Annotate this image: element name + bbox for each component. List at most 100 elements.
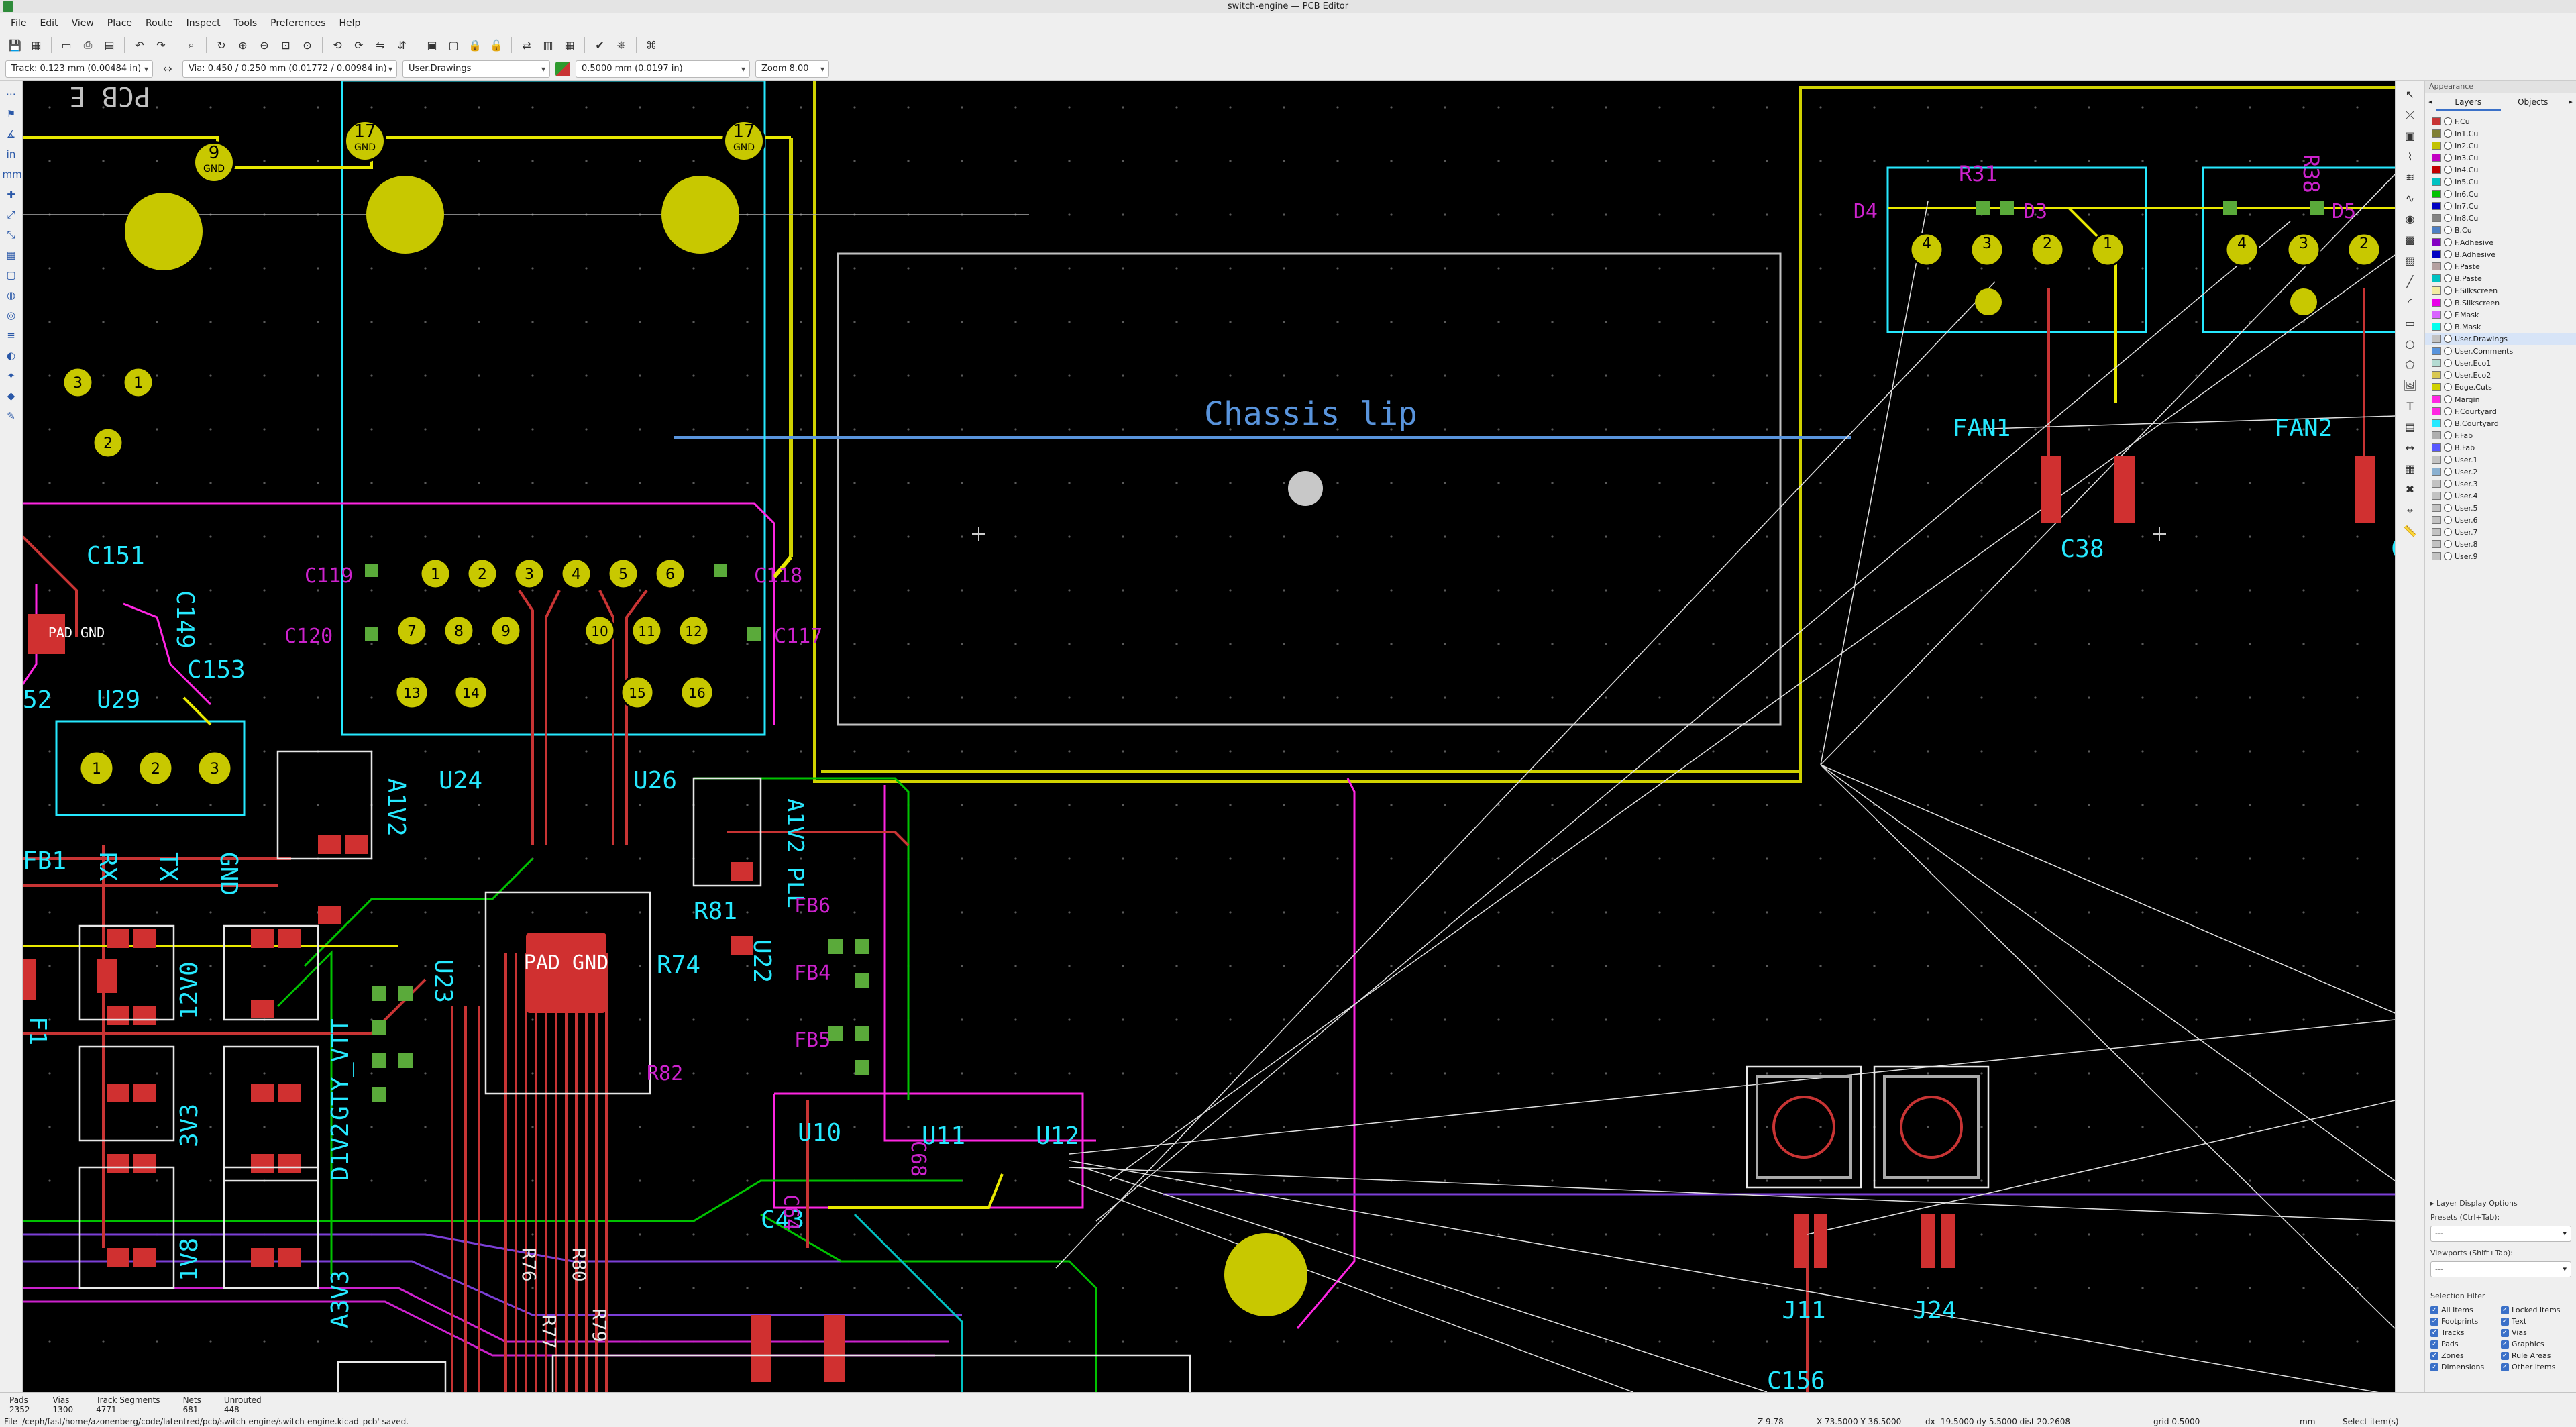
eye-icon[interactable] xyxy=(2444,540,2452,548)
route-track-icon[interactable]: ⌇ xyxy=(2407,150,2413,163)
pcb-canvas[interactable]: Chassis lip xyxy=(23,81,2395,1392)
layer-color-swatch[interactable] xyxy=(2432,456,2441,464)
zone-outline-icon[interactable]: ▢ xyxy=(6,269,16,281)
grid-toggle-icon[interactable]: ⋯ xyxy=(6,88,16,100)
filter-checkbox[interactable]: ✓Text xyxy=(2501,1317,2571,1326)
pad-17b[interactable] xyxy=(722,119,765,162)
eye-icon[interactable] xyxy=(2444,407,2452,415)
layer-row[interactable]: In2.Cu xyxy=(2425,140,2576,152)
filter-checkbox[interactable]: ✓Vias xyxy=(2501,1328,2571,1337)
layer-color-swatch[interactable] xyxy=(2432,178,2441,186)
layer-color-swatch[interactable] xyxy=(2432,528,2441,536)
eye-icon[interactable] xyxy=(2444,262,2452,270)
eye-icon[interactable] xyxy=(2444,504,2452,512)
eye-icon[interactable] xyxy=(2444,154,2452,162)
menu-route[interactable]: Route xyxy=(146,18,173,29)
layer-color-swatch[interactable] xyxy=(2432,443,2441,452)
layer-row[interactable]: F.Silkscreen xyxy=(2425,284,2576,297)
pad-9[interactable] xyxy=(193,141,235,184)
checkmark-icon[interactable]: ✓ xyxy=(2430,1317,2438,1326)
drc-markers-icon[interactable]: ⚑ xyxy=(6,108,16,120)
eye-icon[interactable] xyxy=(2444,528,2452,536)
properties-icon[interactable]: ✎ xyxy=(7,410,15,422)
layer-color-swatch[interactable] xyxy=(2432,226,2441,234)
fan2-pad[interactable] xyxy=(2347,232,2381,267)
eye-icon[interactable] xyxy=(2444,311,2452,319)
conn-pad[interactable] xyxy=(443,615,475,647)
filter-checkbox[interactable]: ✓Graphics xyxy=(2501,1340,2571,1349)
layer-color-swatch[interactable] xyxy=(2432,117,2441,125)
eye-icon[interactable] xyxy=(2444,274,2452,282)
layer-row[interactable]: F.Cu xyxy=(2425,115,2576,127)
filter-checkbox[interactable]: ✓Pads xyxy=(2430,1340,2501,1349)
pad-tx[interactable] xyxy=(138,750,174,786)
layer-row[interactable]: B.Adhesive xyxy=(2425,248,2576,260)
layer-color-swatch[interactable] xyxy=(2432,311,2441,319)
zoom-in-icon[interactable]: ⊕ xyxy=(238,38,248,52)
lock-icon[interactable]: 🔒 xyxy=(468,38,482,52)
eye-icon[interactable] xyxy=(2444,456,2452,464)
checkmark-icon[interactable]: ✓ xyxy=(2501,1340,2509,1349)
checkmark-icon[interactable]: ✓ xyxy=(2501,1351,2509,1360)
filter-checkbox[interactable]: ✓Zones xyxy=(2430,1351,2501,1360)
layer-color-swatch[interactable] xyxy=(2432,407,2441,415)
menu-edit[interactable]: Edit xyxy=(40,18,58,29)
conn-pad[interactable] xyxy=(396,615,428,647)
layer-row[interactable]: User.2 xyxy=(2425,466,2576,478)
layer-color-swatch[interactable] xyxy=(2432,142,2441,150)
add-textbox-icon[interactable]: ▤ xyxy=(2404,421,2416,433)
select-arrow-icon[interactable]: ↖ xyxy=(2405,88,2415,101)
footprint-editor-icon[interactable]: ▥ xyxy=(543,38,553,52)
schematic-icon[interactable]: ⎈ xyxy=(616,38,626,51)
page-settings-icon[interactable]: ▭ xyxy=(61,38,72,52)
tab-layers[interactable]: Layers xyxy=(2436,93,2501,111)
eye-icon[interactable] xyxy=(2444,383,2452,391)
layer-color-swatch[interactable] xyxy=(2432,323,2441,331)
eye-icon[interactable] xyxy=(2444,480,2452,488)
eye-icon[interactable] xyxy=(2444,226,2452,234)
add-via-icon[interactable]: ◉ xyxy=(2405,213,2415,225)
rotate-ccw-icon[interactable]: ⟲ xyxy=(333,38,342,52)
local-ratsnest-icon[interactable]: ⤫ xyxy=(2406,109,2414,121)
grid-select[interactable]: 0.5000 mm (0.0197 in) xyxy=(576,60,750,78)
layer-color-swatch[interactable] xyxy=(2432,383,2441,391)
layer-row[interactable]: User.8 xyxy=(2425,538,2576,550)
eye-icon[interactable] xyxy=(2444,250,2452,258)
layer-color-swatch[interactable] xyxy=(2432,262,2441,270)
checkmark-icon[interactable]: ✓ xyxy=(2430,1340,2438,1349)
pad-gnd[interactable] xyxy=(197,750,233,786)
layer-row[interactable]: User.Comments xyxy=(2425,345,2576,357)
fan2-pad[interactable] xyxy=(2224,232,2259,267)
menu-tools[interactable]: Tools xyxy=(233,18,258,29)
tune-length-icon[interactable]: ∿ xyxy=(2405,192,2415,205)
zoom-out-icon[interactable]: ⊖ xyxy=(260,38,269,52)
eye-icon[interactable] xyxy=(2444,129,2452,138)
conn-pad[interactable] xyxy=(453,675,488,710)
via-size-select[interactable]: Via: 0.450 / 0.250 mm (0.01772 / 0.00984… xyxy=(182,60,397,78)
layer-row[interactable]: User.Drawings xyxy=(2425,333,2576,345)
tracks-sketch-icon[interactable]: ≡ xyxy=(7,329,15,341)
unlock-icon[interactable]: 🔓 xyxy=(490,38,503,52)
layer-row[interactable]: F.Paste xyxy=(2425,260,2576,272)
eye-icon[interactable] xyxy=(2444,190,2452,198)
rule-area-icon[interactable]: ▨ xyxy=(2404,254,2416,267)
draw-line-icon[interactable]: ╱ xyxy=(2406,275,2414,288)
conn-pad[interactable] xyxy=(513,558,545,590)
curved-ratsnest-icon[interactable]: ⤡ xyxy=(7,229,15,241)
place-footprint-icon[interactable]: ▣ xyxy=(2404,129,2416,142)
high-contrast-icon[interactable]: ◐ xyxy=(6,350,16,362)
filter-checkbox[interactable]: ✓Tracks xyxy=(2430,1328,2501,1337)
units-in-icon[interactable]: in xyxy=(6,148,16,160)
filter-checkbox[interactable]: ✓Other items xyxy=(2501,1363,2571,1371)
pad-left-3[interactable] xyxy=(62,366,94,399)
filter-checkbox[interactable]: ✓Locked items xyxy=(2501,1306,2571,1314)
plot-icon[interactable]: ▤ xyxy=(104,38,115,52)
layer-row[interactable]: B.Fab xyxy=(2425,441,2576,454)
measure-icon[interactable]: 📏 xyxy=(2403,525,2417,537)
layer-color-swatch[interactable] xyxy=(2432,238,2441,246)
menu-inspect[interactable]: Inspect xyxy=(186,18,221,29)
layer-row[interactable]: Margin xyxy=(2425,393,2576,405)
layer-display-options[interactable]: ▸ Layer Display Options xyxy=(2430,1199,2518,1208)
eye-icon[interactable] xyxy=(2444,214,2452,222)
layer-row[interactable]: In4.Cu xyxy=(2425,164,2576,176)
